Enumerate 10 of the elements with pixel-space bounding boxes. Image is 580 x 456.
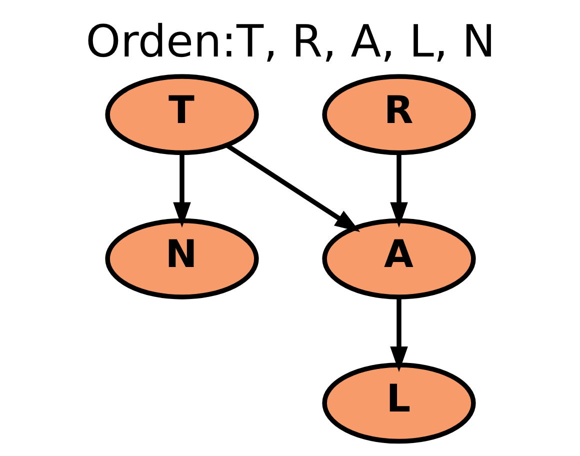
node-ellipse: T — [104, 74, 258, 156]
node-ellipse: R — [322, 74, 476, 156]
arrow — [225, 143, 360, 232]
node-ellipse: L — [322, 362, 476, 444]
arrow — [390, 298, 408, 372]
node-ellipse: A — [322, 218, 476, 300]
arrow — [172, 153, 190, 228]
diagram-title: Orden:T, R, A, L, N — [85, 16, 495, 68]
node-ellipse: N — [104, 218, 258, 300]
arrow — [390, 153, 408, 228]
